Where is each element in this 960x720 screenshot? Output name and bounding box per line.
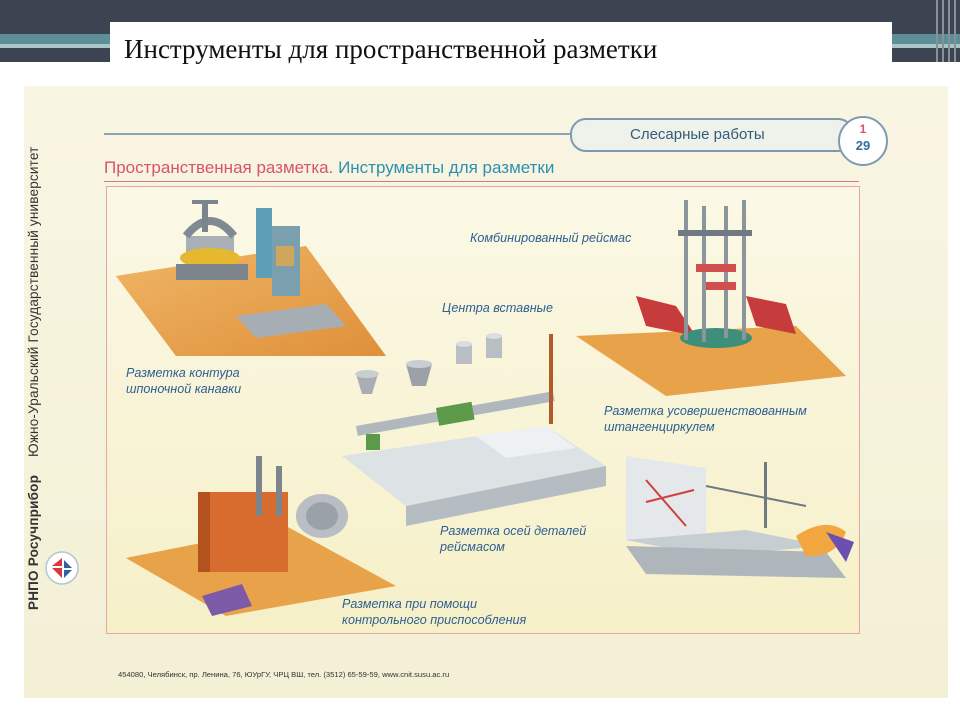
poster-footer: 454080, Челябинск, пр. Ленина, 76, ЮУрГУ… <box>118 670 450 679</box>
insertable-centers-illustration <box>355 333 502 394</box>
publisher-text: РНПО Росучприбор <box>26 474 41 610</box>
sheet-number-bottom: 29 <box>855 138 871 153</box>
subject-pill-text: Слесарные работы <box>630 126 765 143</box>
illustrations <box>116 200 854 616</box>
slide-title: Инструменты для пространственной разметк… <box>124 34 658 64</box>
keyway-marking-illustration <box>116 200 386 356</box>
slide-title-box: Инструменты для пространственной разметк… <box>110 22 892 84</box>
sheet-number-badge: 1 29 <box>838 116 888 166</box>
poster-heading-part2: Инструменты для разметки <box>338 158 555 177</box>
poster-heading-part1: Пространственная разметка. <box>104 158 334 177</box>
sheet-number-top: 1 <box>859 122 867 136</box>
label-fixture-marking-line2: контрольного приспособления <box>342 613 527 627</box>
publisher-logo <box>45 551 79 585</box>
label-caliper-marking-line2: штангенциркулем <box>604 420 715 434</box>
vertical-credits: РНПО Росучприбор Южно-Уральский Государс… <box>26 147 41 610</box>
label-keyway-marking-line2: шпоночной канавки <box>126 382 242 396</box>
label-insertable-centers: Центра вставные <box>442 301 553 315</box>
caliper-marking-illustration <box>626 456 854 578</box>
university-text: Южно-Уральский Государственный университ… <box>26 146 41 458</box>
poster-heading: Пространственная разметка. Инструменты д… <box>104 158 554 178</box>
banner-bars-decoration <box>932 0 960 62</box>
subject-pill: Слесарные работы <box>570 118 854 152</box>
label-axis-marking-line1: Разметка осей деталей <box>440 524 587 538</box>
heading-underline <box>104 181 859 182</box>
label-axis-marking-line2: рейсмасом <box>440 540 505 554</box>
combined-surface-gauge-illustration <box>576 200 846 396</box>
label-fixture-marking-line1: Разметка при помощи <box>342 597 478 611</box>
axis-marking-illustration <box>342 334 606 526</box>
label-keyway-marking-line1: Разметка контура <box>126 366 240 380</box>
pill-connector-line <box>104 133 570 135</box>
fixture-marking-illustration <box>126 456 396 616</box>
label-combined-surface-gauge: Комбинированный рейсмас <box>470 231 632 245</box>
label-caliper-marking-line1: Разметка усовершенствованным <box>604 404 807 418</box>
